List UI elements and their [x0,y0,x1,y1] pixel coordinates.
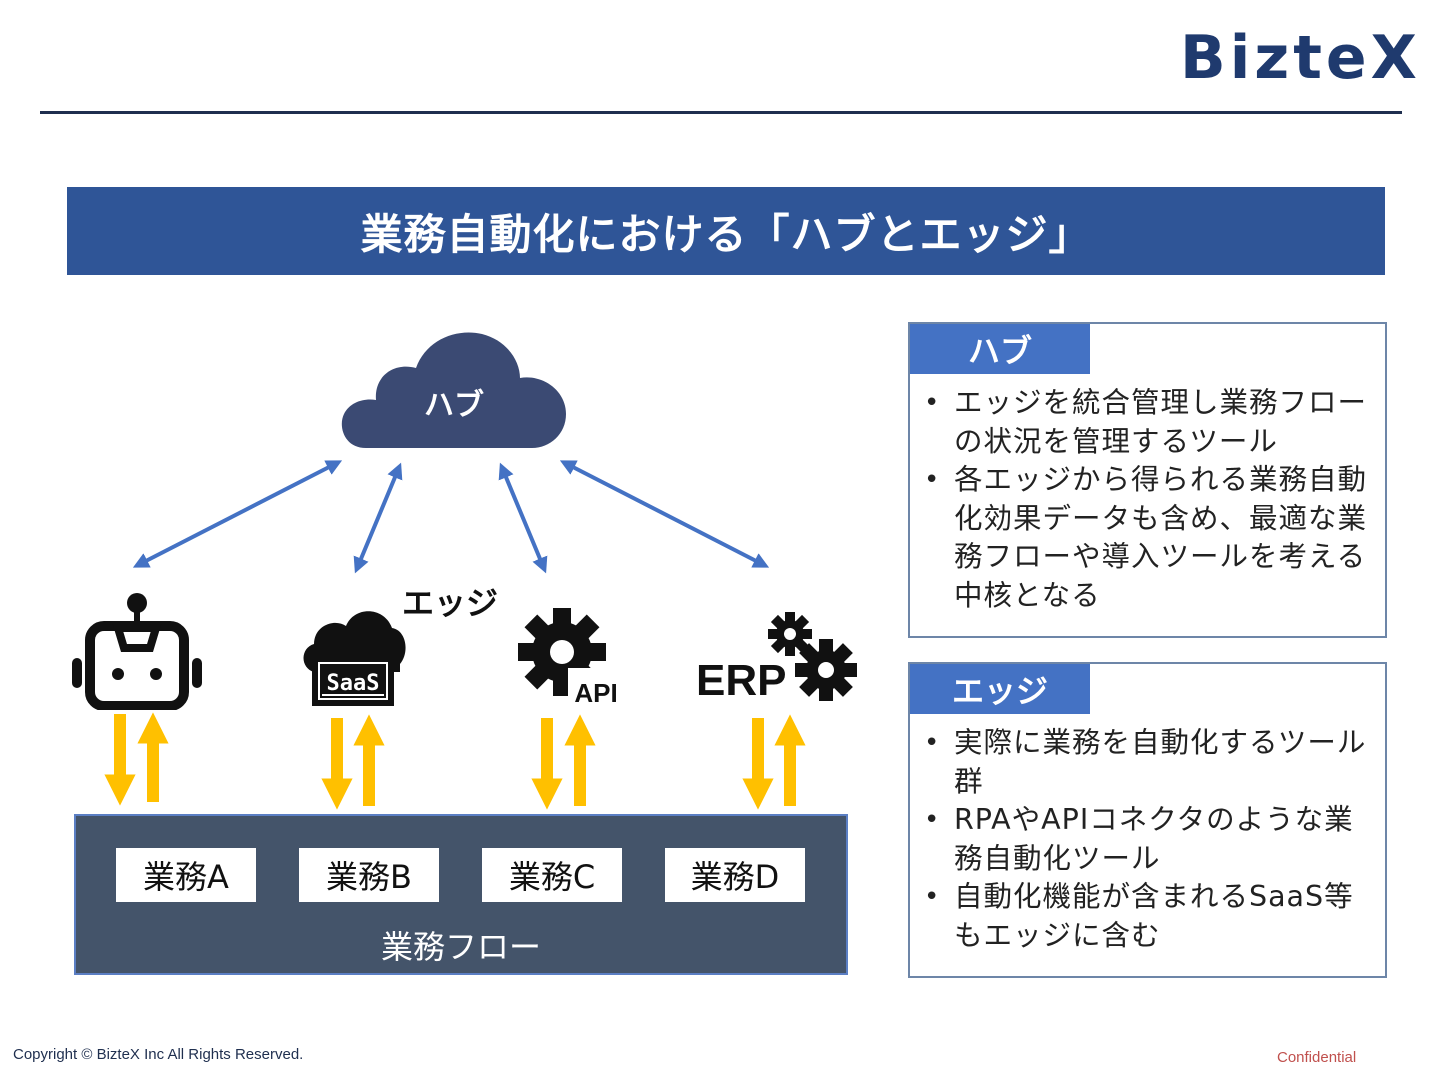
copyright-text: Copyright © BizteX Inc All Rights Reserv… [13,1046,304,1063]
hub-bullet: エッジを統合管理し業務フローの状況を管理するツール [924,384,1371,461]
task-d: 業務D [665,848,805,902]
link-arrow-api [498,462,548,574]
edge-panel: エッジ 実際に業務を自動化するツール群 RPAやAPIコネクタのような業務自動化… [908,662,1387,978]
hub-bullet-list: エッジを統合管理し業務フローの状況を管理するツール 各エッジから得られる業務自動… [910,374,1385,615]
task-a: 業務A [116,848,256,902]
edge-panel-header: エッジ [910,664,1090,714]
hub-label: ハブ [424,388,484,423]
api-gear-icon: API [518,608,626,706]
task-b: 業務B [299,848,439,902]
erp-label: ERP [696,656,787,705]
edge-bullet: RPAやAPIコネクタのような業務自動化ツール [924,801,1371,878]
edge-label: エッジ [402,584,499,622]
api-icon-text: API [574,678,617,706]
saas-cloud-icon: SaaS [303,611,406,706]
slide-title-bar: 業務自動化における「ハブとエッジ」 [67,187,1385,275]
saas-icon-text: SaaS [327,671,380,696]
edge-bullet: 実際に業務を自動化するツール群 [924,724,1371,801]
link-arrow-erp [559,460,770,568]
hub-cloud-icon [341,332,566,448]
erp-gears-icon [768,612,857,701]
edge-bullet: 自動化機能が含まれるSaaS等もエッジに含む [924,878,1371,955]
hub-bullet: 各エッジから得られる業務自動化効果データも含め、最適な業務フローや導入ツールを考… [924,461,1371,615]
task-c: 業務C [482,848,622,902]
link-arrow-saas [353,462,403,574]
header-divider [40,111,1402,114]
hub-panel: ハブ エッジを統合管理し業務フローの状況を管理するツール 各エッジから得られる業… [908,322,1387,638]
slide-title: 業務自動化における「ハブとエッジ」 [360,209,1092,259]
robot-icon [72,593,202,710]
business-flow-box: 業務A 業務B 業務C 業務D 業務フロー [74,814,848,975]
bizteX-logo: BizteX [1180,23,1421,93]
edge-bullet-list: 実際に業務を自動化するツール群 RPAやAPIコネクタのような業務自動化ツール … [910,714,1385,955]
link-arrow-robot [132,460,343,568]
confidential-label: Confidential [1277,1049,1357,1066]
hub-panel-header: ハブ [910,324,1090,374]
business-flow-label: 業務フロー [380,928,541,966]
